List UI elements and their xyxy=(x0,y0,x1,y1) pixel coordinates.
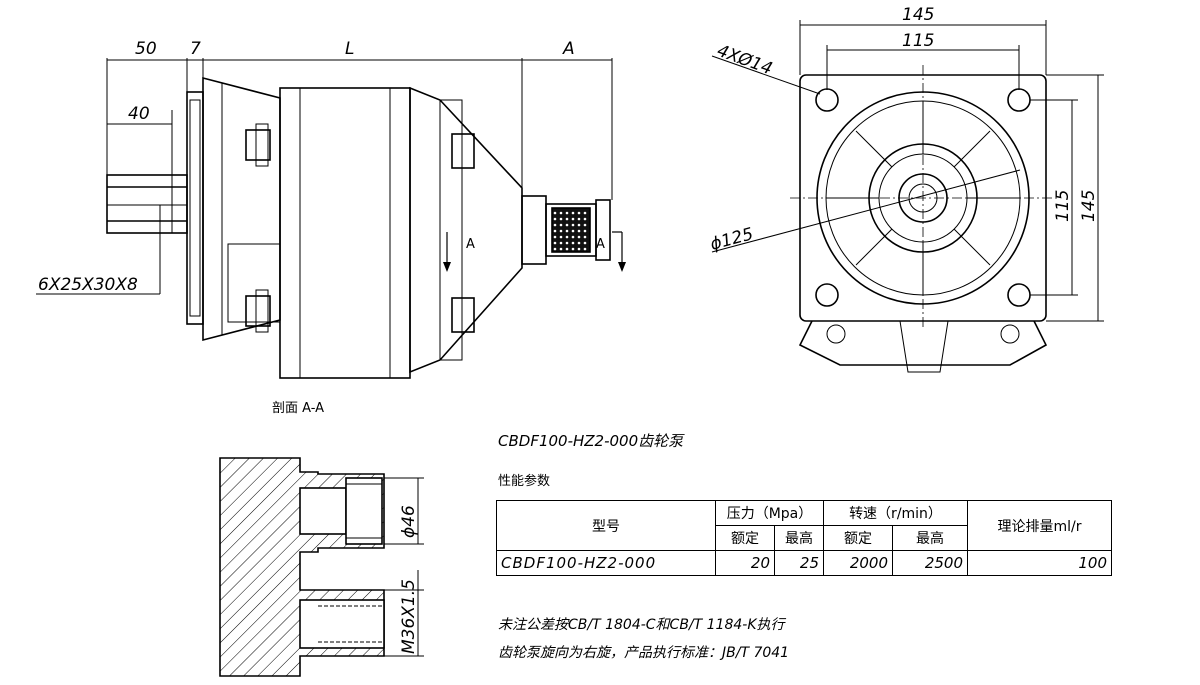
bolt-hole xyxy=(815,88,839,112)
knurled-adjuster xyxy=(551,207,591,253)
cell-speed-max: 2500 xyxy=(892,550,968,576)
shaft xyxy=(106,174,188,234)
cell-displacement: 100 xyxy=(967,550,1112,576)
valve-body xyxy=(521,195,547,265)
dim-A-label: A xyxy=(562,39,575,59)
end-view xyxy=(711,20,1104,373)
header-pressure-max: 最高 xyxy=(774,525,824,551)
thread-label: M36X1.5 xyxy=(399,579,419,654)
cell-pressure-max: 25 xyxy=(774,550,824,576)
note-standard: 齿轮泵旋向为右旋，产品执行标准：JB/T 7041 xyxy=(498,645,790,661)
header-speed-max: 最高 xyxy=(892,525,968,551)
spec-table: 型号 压力（Mpa） 转速（r/min） 理论排量ml/r 额定 最高 额定 最… xyxy=(496,500,1112,576)
mounting-flange xyxy=(186,91,204,325)
bolt-hole xyxy=(1007,88,1031,112)
spec-subtitle: 性能参数 xyxy=(498,474,551,489)
dia-125-label: ɸ125 xyxy=(708,224,755,255)
dim-7-label: 7 xyxy=(190,39,201,59)
bolt-head xyxy=(451,297,475,333)
holes-label: 4XØ14 xyxy=(714,41,775,79)
dim-145-top-label: 145 xyxy=(902,5,934,25)
header-speed-rated: 额定 xyxy=(823,525,893,551)
rear-cover xyxy=(409,86,523,374)
dim-115-top-label: 115 xyxy=(902,31,934,51)
bolt-head xyxy=(451,133,475,169)
note-tolerance: 未注公差按CB/T 1804-C和CB/T 1184-K执行 xyxy=(498,617,785,633)
bolt-hole xyxy=(815,283,839,307)
cell-pressure-rated: 20 xyxy=(715,550,775,576)
header-model: 型号 xyxy=(496,500,716,551)
section-mark-right: A xyxy=(596,237,605,252)
section-caption: 剖面 A-A xyxy=(272,401,324,416)
side-view xyxy=(36,58,626,379)
dim-46-label: ɸ46 xyxy=(399,505,419,538)
dim-L-label: L xyxy=(345,39,354,59)
header-pressure-rated: 额定 xyxy=(715,525,775,551)
bolt-hole xyxy=(1007,283,1031,307)
table-row: CBDF100-HZ2-000 20 25 2000 2500 100 xyxy=(496,550,1112,576)
dim-115-right-label: 115 xyxy=(1053,190,1073,222)
spec-title: CBDF100-HZ2-000齿轮泵 xyxy=(498,432,684,450)
header-displacement: 理论排量ml/r xyxy=(967,500,1112,551)
header-speed: 转速（r/min） xyxy=(823,500,968,526)
section-view xyxy=(219,457,424,677)
cell-model: CBDF100-HZ2-000 xyxy=(496,550,716,576)
dim-145-right-label: 145 xyxy=(1079,190,1099,222)
dim-50-label: 50 xyxy=(135,39,157,59)
header-pressure: 压力（Mpa） xyxy=(715,500,824,526)
rear-lugs xyxy=(798,320,1048,366)
cell-speed-rated: 2000 xyxy=(823,550,893,576)
spline-label: 6X25X30X8 xyxy=(38,275,138,295)
bolt-head xyxy=(245,129,271,161)
dim-40-label: 40 xyxy=(128,104,150,124)
bolt-head xyxy=(245,295,271,327)
section-mark-left: A xyxy=(466,237,475,252)
